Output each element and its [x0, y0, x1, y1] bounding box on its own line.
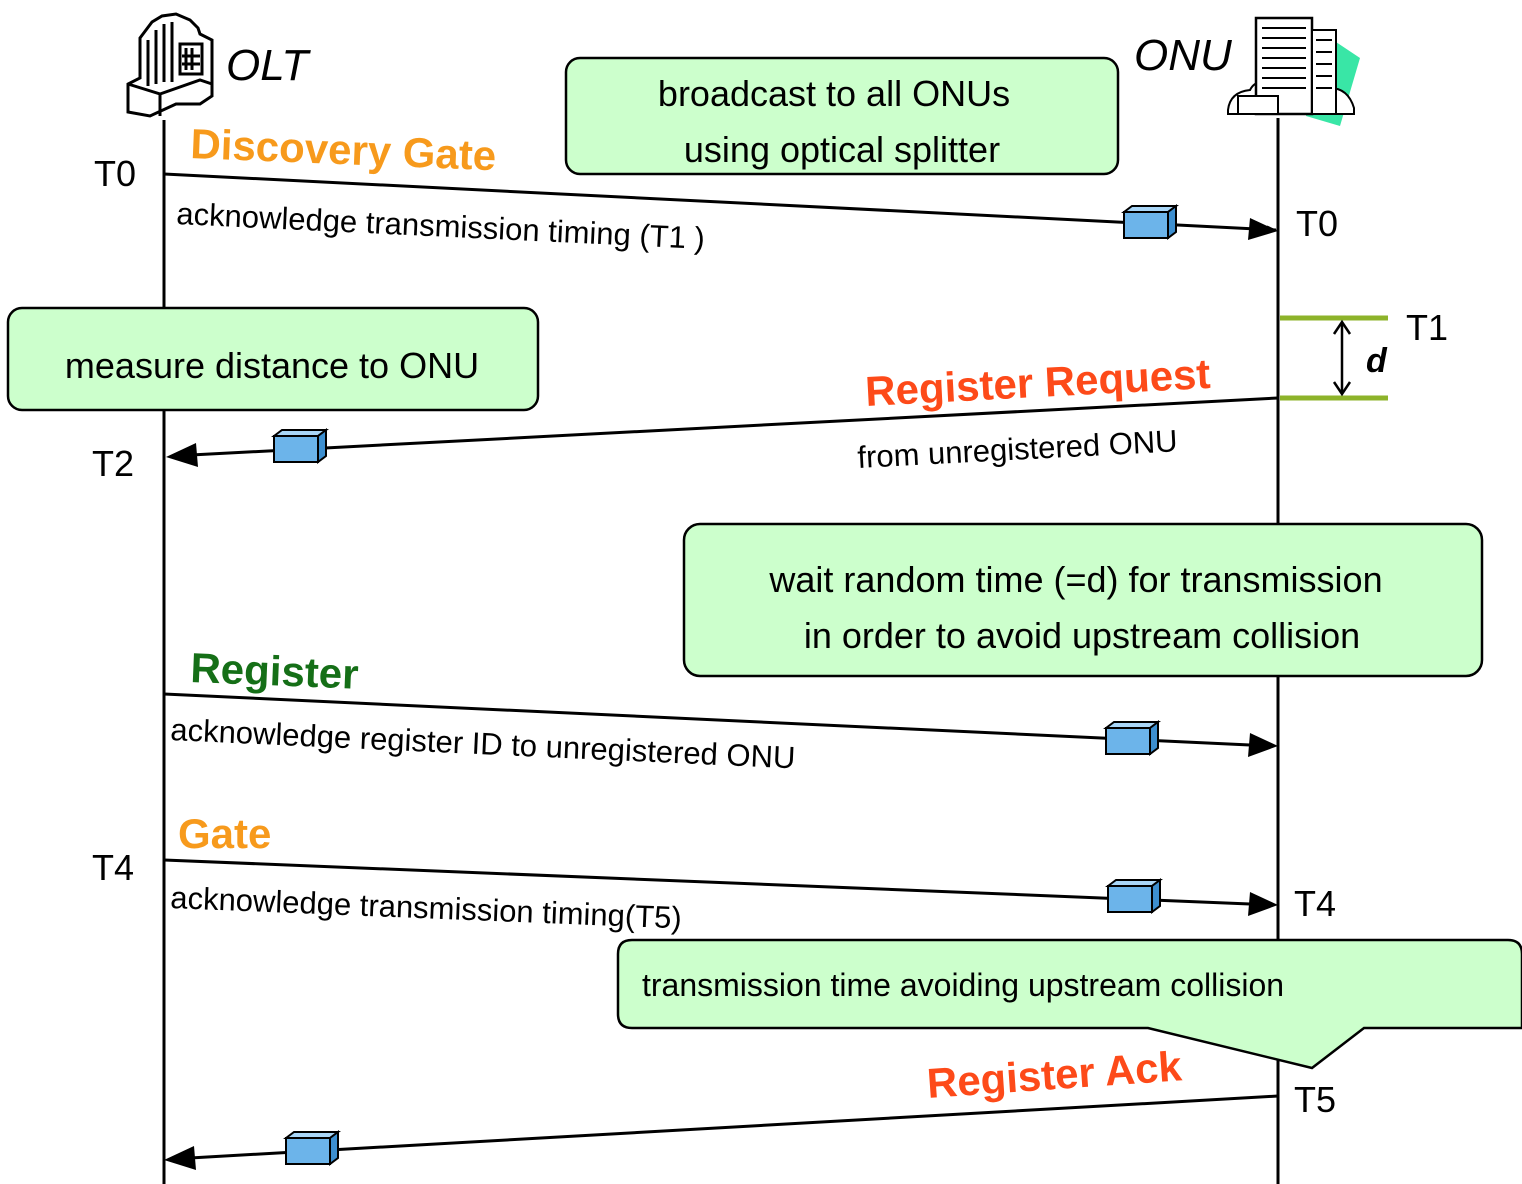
- register-arrowhead: [1248, 733, 1278, 757]
- register-arrow: [163, 692, 1251, 747]
- transmission-note: transmission time avoiding upstream coll…: [616, 938, 1522, 1070]
- register-request-arrow: [171, 396, 1279, 458]
- wait-note-line2: in order to avoid upstream collision: [804, 615, 1360, 656]
- discovery-gate-label: Discovery Gate: [190, 120, 497, 179]
- gate-desc: acknowledge transmission timing(T5): [170, 880, 683, 936]
- packet-icon: [273, 429, 327, 463]
- onu-time-t1: T1: [1406, 307, 1448, 348]
- measure-note-text: measure distance to ONU: [65, 345, 479, 386]
- register-ack-label: Register Ack: [925, 1042, 1184, 1107]
- broadcast-note: broadcast to all ONUs using optical spli…: [564, 56, 1120, 176]
- measure-note: measure distance to ONU: [6, 306, 540, 412]
- gate-label: Gate: [178, 810, 271, 857]
- wait-note-line1: wait random time (=d) for transmission: [768, 559, 1382, 600]
- packet-icon: [1105, 721, 1159, 755]
- olt-time-t4: T4: [92, 847, 134, 888]
- transmission-note-text: transmission time avoiding upstream coll…: [642, 967, 1284, 1003]
- olt-label: OLT: [226, 41, 311, 90]
- register-request-arrowhead: [166, 443, 198, 467]
- delay-label: d: [1366, 342, 1388, 380]
- packet-icon: [1107, 879, 1161, 913]
- register-label: Register: [190, 644, 360, 698]
- discovery-gate-arrowhead: [1248, 218, 1278, 240]
- delay-double-arrow: [1332, 319, 1352, 397]
- gate-arrowhead: [1248, 892, 1278, 916]
- olt-time-t0: T0: [94, 153, 136, 194]
- olt-time-t2: T2: [92, 443, 134, 484]
- onu-label: ONU: [1134, 31, 1232, 80]
- packet-icon: [1123, 205, 1177, 239]
- broadcast-note-line2: using optical splitter: [684, 129, 1000, 170]
- wait-note: wait random time (=d) for transmission i…: [682, 522, 1484, 678]
- office-building-icon: [126, 12, 214, 118]
- onu-time-t0: T0: [1296, 203, 1338, 244]
- gate-arrow: [163, 858, 1251, 906]
- register-ack-arrow: [189, 1094, 1279, 1160]
- apartment-building-icon: [1227, 16, 1360, 126]
- onu-time-t4: T4: [1294, 883, 1336, 924]
- discovery-gate-arrow: [163, 172, 1277, 234]
- onu-time-t5: T5: [1294, 1079, 1336, 1120]
- register-request-desc: from unregistered ONU: [857, 423, 1179, 475]
- register-desc: acknowledge register ID to unregistered …: [170, 712, 796, 775]
- broadcast-note-line1: broadcast to all ONUs: [658, 73, 1010, 114]
- packet-icon: [285, 1131, 339, 1165]
- register-ack-arrowhead: [164, 1146, 196, 1170]
- discovery-gate-desc: acknowledge transmission timing (T1 ): [176, 196, 706, 256]
